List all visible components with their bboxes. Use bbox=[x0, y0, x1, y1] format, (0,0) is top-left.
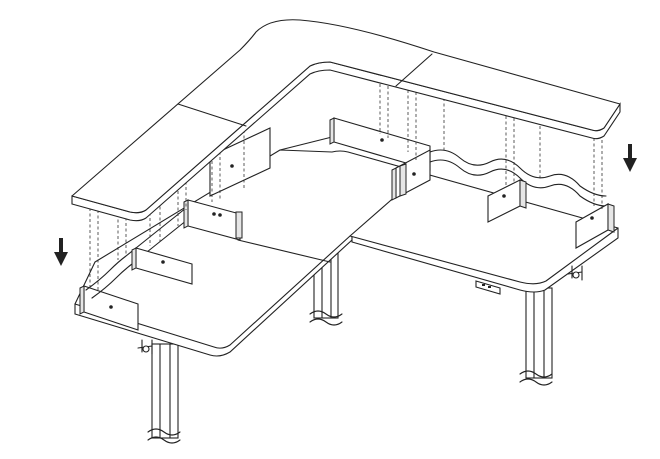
bracket-corner-right bbox=[391, 149, 431, 201]
bracket-back-left bbox=[209, 127, 271, 197]
monitor-shelf-top bbox=[71, 19, 621, 222]
control-panel bbox=[475, 280, 501, 295]
down-arrow-right bbox=[623, 144, 637, 172]
legs bbox=[147, 251, 553, 444]
bracket-right-end bbox=[575, 203, 615, 249]
bracket-middle-right bbox=[487, 179, 527, 223]
crank-handle-left bbox=[137, 339, 153, 355]
leg-left-front bbox=[147, 343, 181, 444]
bracket-corner-left bbox=[183, 199, 243, 241]
mounting-brackets bbox=[79, 117, 615, 331]
crank-handle-right bbox=[567, 265, 583, 281]
down-arrow-left bbox=[54, 238, 68, 266]
leg-right bbox=[519, 287, 553, 386]
bracket-middle-left bbox=[131, 247, 193, 285]
desk-top bbox=[74, 135, 619, 357]
bracket-front-left bbox=[79, 285, 139, 331]
